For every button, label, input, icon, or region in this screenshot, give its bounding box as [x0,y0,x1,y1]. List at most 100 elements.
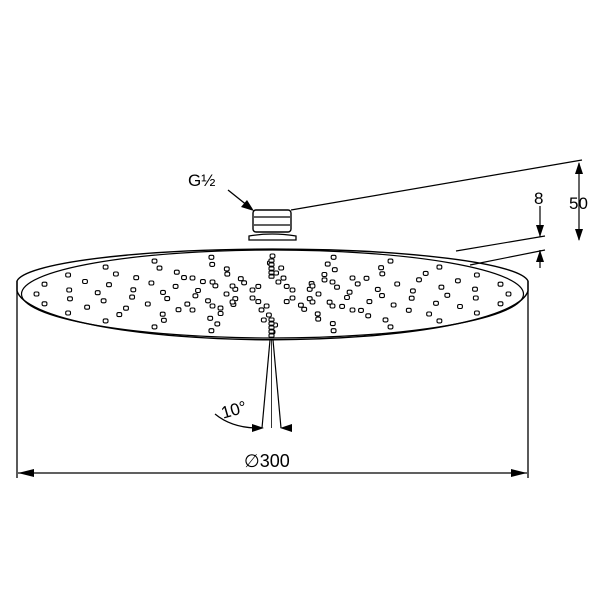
nozzle [229,299,236,305]
nozzle [175,307,182,313]
height-ref-top [290,159,583,211]
diameter-label: ∅300 [244,451,290,471]
nozzle [365,313,372,319]
center-nozzle [268,333,275,338]
nozzle [433,300,439,306]
nozzle [330,254,337,260]
thickness-arrow-top [536,225,544,237]
center-nozzle [268,258,275,263]
nozzle [472,295,479,301]
nozzle [189,307,196,313]
nozzle [205,298,211,304]
nozzle [426,311,433,317]
height-ref-plate-top [455,235,546,252]
nozzle [129,294,136,300]
nozzle [249,287,256,293]
nozzle [144,301,151,307]
nozzle [159,311,166,317]
nozzle [444,292,451,298]
nozzle [123,305,129,311]
nozzle [454,278,461,284]
nozzle [100,298,107,304]
nozzle [436,264,443,270]
nozzle [229,283,236,289]
nozzle [255,283,262,289]
nozzle [249,295,256,301]
thread-leader-arrowhead [241,200,254,211]
diameter-arrow-right [511,469,527,477]
nozzle [67,296,73,302]
nozzle [241,280,248,286]
nozzle [324,261,331,267]
height-arrow-top [575,162,583,174]
nozzle [349,275,356,281]
center-nozzle [268,270,275,275]
nozzle [408,295,415,301]
height-dimensions: 50 8 [290,159,588,268]
nozzle [151,258,158,264]
center-nozzle [268,274,275,279]
nozzle [164,296,171,302]
nozzle [283,283,290,289]
nozzle [209,303,216,309]
nozzle [329,303,336,309]
nozzle [160,289,166,295]
nozzle [366,299,373,305]
plate-outline [16,248,529,341]
nozzle [436,318,443,324]
nozzle [309,299,316,305]
nozzle [209,279,216,285]
nozzle [473,310,480,316]
height-ref-plate-bottom [469,249,546,266]
nozzle [102,264,109,270]
nozzle [260,317,267,323]
thickness-arrow-bottom [536,250,544,262]
nozzle [189,275,196,281]
nozzle [160,317,167,323]
diameter-value: 300 [260,451,290,471]
height-arrow-bottom [575,229,583,241]
nozzle [349,307,356,313]
nozzle [457,303,463,310]
nozzle [329,279,336,285]
nozzle [237,276,244,282]
nozzle [472,286,478,292]
center-nozzle [268,262,275,267]
nozzle [112,271,119,277]
height-label: 50 [569,194,588,213]
nozzle [321,277,328,283]
nozzle [473,272,480,278]
nozzle [330,328,337,334]
center-nozzle [268,266,275,271]
thread-callout: G½ [188,171,254,211]
nozzle [148,280,155,286]
nozzle [66,287,73,293]
nozzle [209,261,216,267]
nozzle [382,317,389,323]
nozzle [269,253,276,259]
nozzle [438,284,445,290]
diameter-arrow-left [18,469,34,477]
nozzle [394,281,401,287]
nozzle [133,275,140,281]
nozzle [33,291,40,297]
nozzle [280,275,287,281]
nozzle-field [33,253,512,335]
nozzle [422,270,429,276]
nozzle [116,312,123,318]
nozzle [390,302,397,308]
nozzle [172,283,179,289]
spray-angle-arrow-right [280,424,292,432]
nozzle [102,318,109,324]
nozzle [315,316,322,322]
nozzle [379,293,385,299]
plate-face [20,249,525,339]
nozzle [405,307,412,313]
nozzle [409,288,416,294]
thread-label: G½ [188,171,215,190]
nozzle [358,307,364,313]
connector-fitting [248,209,297,241]
nozzle [339,303,346,309]
nozzle [329,321,336,327]
